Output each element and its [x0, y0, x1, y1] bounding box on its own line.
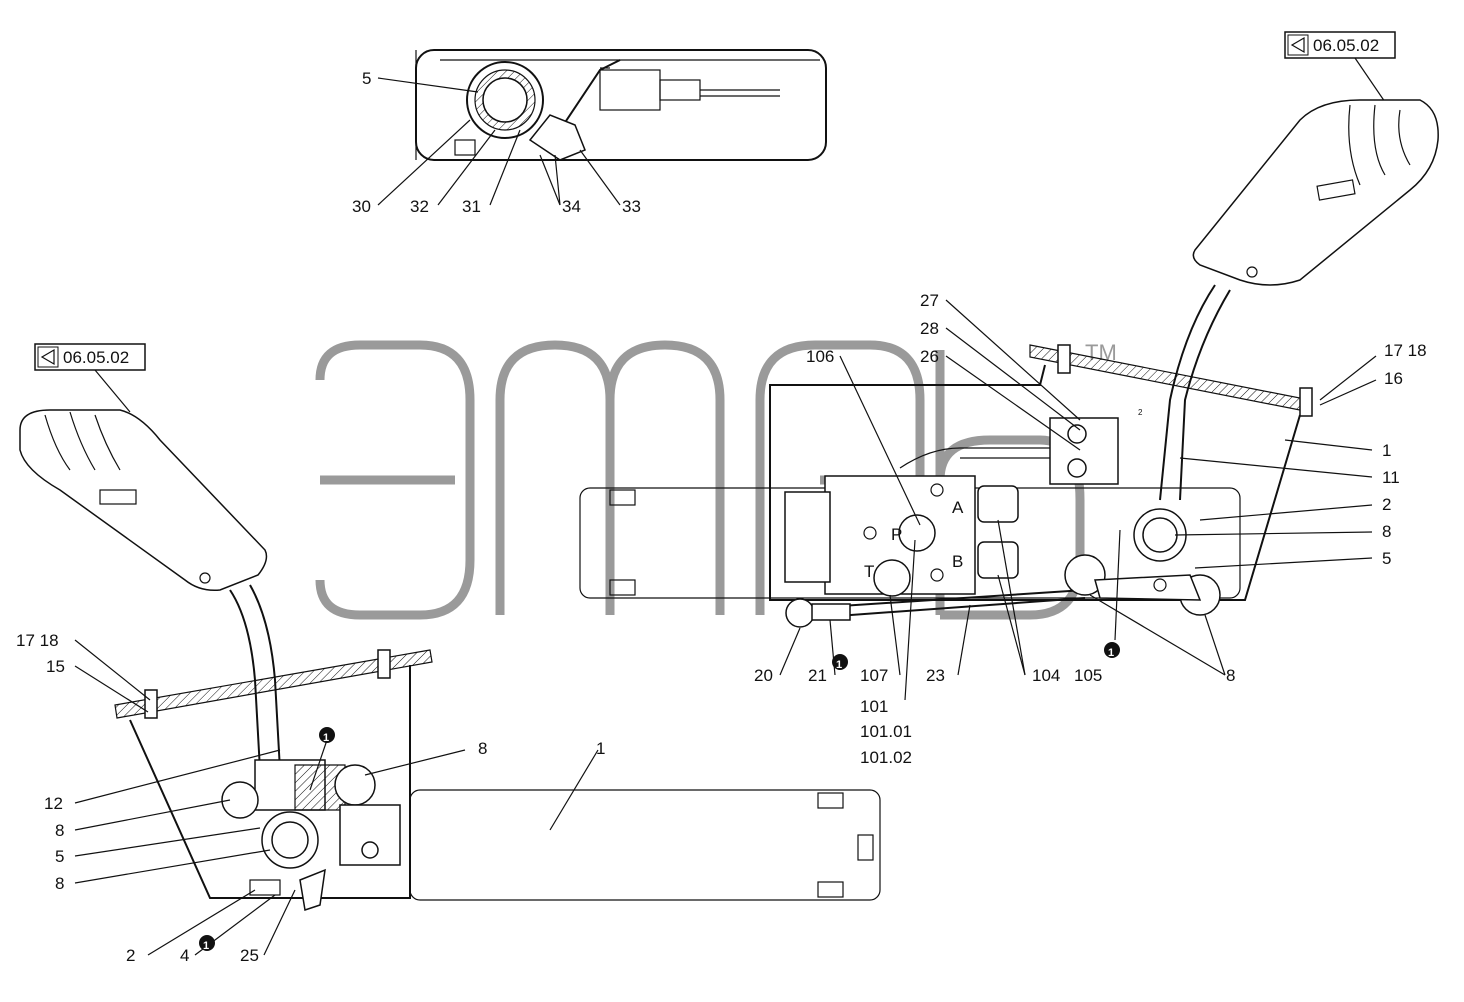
reference-box-left[interactable]: 06.05.02 [34, 343, 146, 371]
label-16: 16 [1384, 369, 1403, 388]
view-arrow-icon-left [40, 348, 55, 366]
port-letter-p: P [891, 525, 902, 544]
label-107: 107 [860, 666, 888, 685]
label-8-left-a: 8 [55, 821, 64, 840]
label-17-18-right: 17 18 [1384, 341, 1427, 360]
note-marker-right-1: 1 [1104, 642, 1120, 659]
label-2-left: 2 [126, 946, 135, 965]
label-20: 20 [754, 666, 773, 685]
note-marker-left-2: 1 [199, 935, 215, 952]
label-106: 106 [806, 347, 834, 366]
right-handle-grip [1192, 99, 1439, 286]
reference-box-top-right[interactable]: 06.05.02 [1284, 31, 1396, 59]
label-105: 105 [1074, 666, 1102, 685]
label-8-right-b: 8 [1226, 666, 1235, 685]
port-letter-b: B [952, 552, 963, 571]
fitting-a [977, 485, 1019, 523]
svg-text:1: 1 [1108, 647, 1114, 659]
nut-21 [811, 603, 851, 621]
clamp-ring [466, 61, 544, 139]
port-letter-t: T [864, 562, 874, 581]
label-5: 5 [362, 69, 371, 88]
label-28: 28 [920, 319, 939, 338]
left-assembly-leaders [74, 639, 599, 956]
label-8-right-a: 8 [1382, 522, 1391, 541]
svg-text:1: 1 [323, 732, 329, 744]
label-25: 25 [240, 946, 259, 965]
top-detail-leaders [377, 77, 621, 206]
label-32: 32 [410, 197, 429, 216]
label-1-right: 1 [1382, 441, 1391, 460]
dimension-mark: 2 [1138, 408, 1143, 417]
label-2-right: 2 [1382, 495, 1391, 514]
label-104: 104 [1032, 666, 1060, 685]
reference-label-top-right: 06.05.02 [1313, 36, 1379, 55]
label-5-left: 5 [55, 847, 64, 866]
label-101-01: 101.01 [860, 722, 912, 741]
left-assembly [19, 409, 881, 911]
right-assembly-leaders [779, 299, 1377, 701]
bolt-33 [528, 114, 586, 161]
label-12: 12 [44, 794, 63, 813]
port-p [898, 514, 936, 552]
label-8-left-c: 8 [478, 739, 487, 758]
label-30: 30 [352, 197, 371, 216]
label-33: 33 [622, 197, 641, 216]
label-5-right: 5 [1382, 549, 1391, 568]
label-34: 34 [562, 197, 581, 216]
reference-label-left: 06.05.02 [63, 348, 129, 367]
rod-end-20 [785, 598, 815, 628]
left-top-plate [114, 649, 433, 719]
label-23: 23 [926, 666, 945, 685]
label-101: 101 [860, 697, 888, 716]
port-letter-a: A [952, 498, 964, 517]
label-8-left-b: 8 [55, 874, 64, 893]
label-11: 11 [1382, 468, 1400, 487]
label-26: 26 [920, 347, 939, 366]
svg-text:1: 1 [203, 940, 209, 952]
left-frame [409, 789, 881, 901]
label-17-18-left: 17 18 [16, 631, 59, 650]
note-marker-left-1: 1 [319, 727, 335, 744]
label-31: 31 [462, 197, 481, 216]
label-27: 27 [920, 291, 939, 310]
fitting-b [977, 541, 1019, 579]
port-t [873, 559, 911, 597]
left-handle-grip [19, 409, 268, 592]
view-arrow-icon [1290, 36, 1305, 54]
label-21: 21 [808, 666, 827, 685]
label-15: 15 [46, 657, 65, 676]
right-assembly: A B P T 2 [579, 99, 1439, 628]
top-detail-view [415, 49, 827, 161]
label-101-02: 101.02 [860, 748, 912, 767]
label-1-left: 1 [596, 739, 605, 758]
label-4: 4 [180, 946, 189, 965]
note-marker-right-2: 1 [832, 654, 848, 671]
svg-text:1: 1 [836, 659, 842, 671]
